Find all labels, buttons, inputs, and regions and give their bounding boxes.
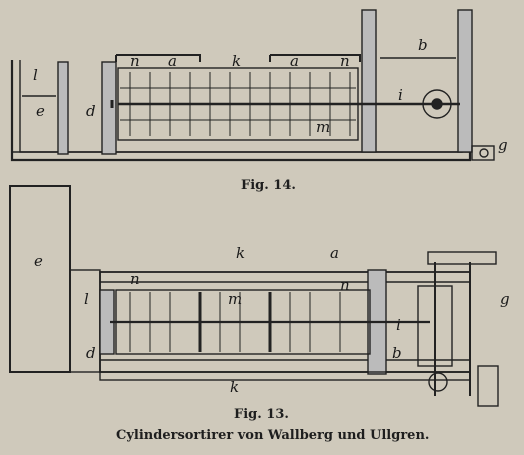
fig13-label-k1: k: [236, 244, 245, 262]
fig13-label-a: a: [330, 244, 339, 262]
fig13-label-m: m: [228, 290, 242, 308]
fig13-label-i: i: [396, 316, 401, 334]
fig14-label-i: i: [398, 86, 403, 104]
fig14-label-a1: a: [168, 52, 177, 70]
fig13-label-k2: k: [230, 378, 239, 396]
fig14-label-b: b: [418, 36, 428, 54]
fig13-label-b: b: [392, 344, 402, 362]
fig14-label-n2: n: [340, 52, 350, 70]
fig13-label-d: d: [86, 344, 96, 362]
fig14-label-k: k: [232, 52, 241, 70]
fig13-label-g: g: [500, 290, 510, 308]
fig14-label-m: m: [316, 118, 330, 136]
fig14-label-l: l: [33, 66, 38, 84]
fig14-label-a2: a: [290, 52, 299, 70]
fig14-label-d: d: [86, 102, 96, 120]
fig13-label-e: e: [34, 252, 43, 270]
figure-13-caption: Fig. 13.: [234, 407, 289, 422]
fig13-label-n2: n: [340, 276, 350, 294]
fig14-label-g: g: [498, 136, 508, 154]
fig14-label-e: e: [36, 102, 45, 120]
fig13-label-n1: n: [130, 270, 140, 288]
figure-14-caption: Fig. 14.: [241, 178, 296, 193]
fig14-label-n1: n: [130, 52, 140, 70]
fig13-label-l: l: [84, 290, 89, 308]
page-title: Cylindersortirer von Wallberg und Ullgre…: [116, 428, 430, 443]
